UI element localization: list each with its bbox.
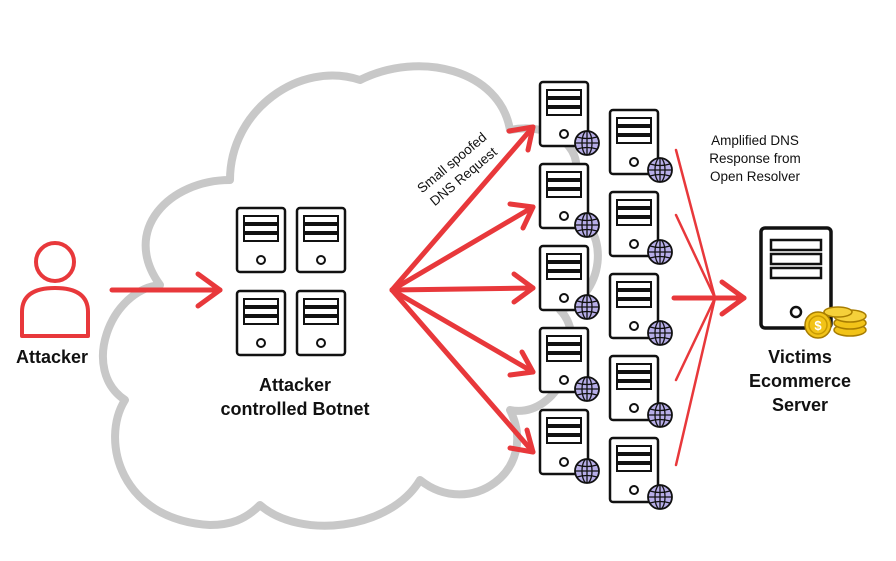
victim-server-label: Victims Ecommerce Server [735,345,865,417]
amplified-label-line1: Amplified DNS [711,133,799,148]
bot-server-icon [235,289,287,357]
globe-icon [647,320,673,346]
globe-icon [574,376,600,402]
bot-server-icon [295,206,347,274]
botnet-label: Attacker controlled Botnet [190,373,400,421]
attacker-to-botnet-arrow [109,271,223,309]
victim-label-line2: Ecommerce [748,371,852,391]
amplified-response-arrow [671,279,747,317]
victim-label-line3: Server [771,395,829,415]
globe-icon [574,458,600,484]
globe-icon [574,212,600,238]
amplified-label-line2: Response from [709,151,801,166]
botnet-label-line1: Attacker [258,375,332,395]
botnet-label-line2: controlled Botnet [220,399,370,419]
attacker-label: Attacker [8,345,96,369]
globe-icon [574,130,600,156]
botnet-cloud [98,62,602,530]
bot-server-icon [235,206,287,274]
globe-icon [647,157,673,183]
globe-icon [647,484,673,510]
svg-text:$: $ [814,318,822,333]
globe-icon [647,239,673,265]
victim-server-icon [759,226,833,330]
attacker-icon [20,241,90,338]
spoofed-request-arrows [389,124,536,455]
bot-server-icon [295,289,347,357]
amplified-label-line3: Open Resolver [709,169,801,184]
attacker-label-text: Attacker [15,347,89,367]
coins-icon: $ [804,306,867,339]
amplified-response-label: Amplified DNS Response from Open Resolve… [680,132,830,186]
globe-icon [574,294,600,320]
globe-icon [647,402,673,428]
victim-label-line1: Victims [768,347,832,367]
amplified-response-lines [674,148,717,467]
open-resolvers [538,80,673,510]
